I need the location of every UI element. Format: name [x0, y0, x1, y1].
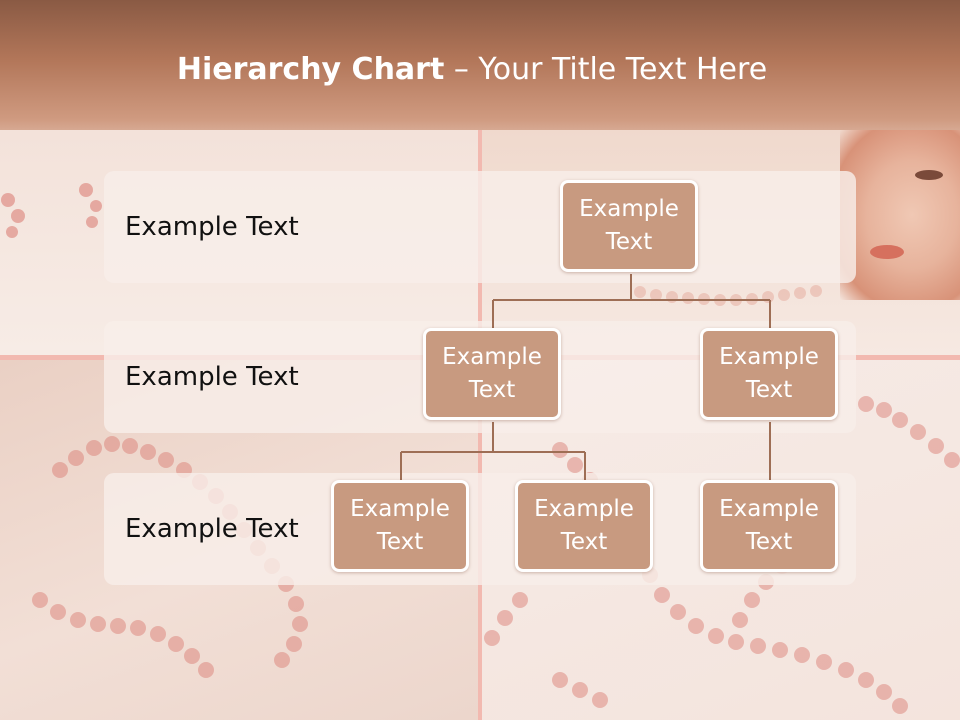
portrait-face	[840, 130, 960, 300]
portrait-eye	[915, 170, 943, 180]
portrait-lips	[870, 245, 904, 259]
node-level3-c[interactable]: Example Text	[700, 480, 838, 572]
node-level2-left[interactable]: Example Text	[423, 328, 561, 420]
node-level2-left-label: Example Text	[442, 344, 542, 403]
node-level2-right[interactable]: Example Text	[700, 328, 838, 420]
hierarchy-row-1: Example Text	[104, 171, 856, 283]
node-level3-b[interactable]: Example Text	[515, 480, 653, 572]
row-label: Example Text	[125, 212, 299, 242]
node-level3-a-label: Example Text	[350, 496, 450, 555]
node-level3-b-label: Example Text	[534, 496, 634, 555]
node-level3-a[interactable]: Example Text	[331, 480, 469, 572]
node-root[interactable]: Example Text	[560, 180, 698, 272]
node-level2-right-label: Example Text	[719, 344, 819, 403]
row-label: Example Text	[125, 362, 299, 392]
slide-title: Hierarchy Chart – Your Title Text Here	[0, 52, 944, 87]
slide-title-rest: – Your Title Text Here	[444, 52, 768, 87]
node-root-label: Example Text	[579, 196, 679, 255]
node-level3-c-label: Example Text	[719, 496, 819, 555]
slide-title-bold: Hierarchy Chart	[176, 52, 445, 87]
row-label: Example Text	[125, 514, 299, 544]
